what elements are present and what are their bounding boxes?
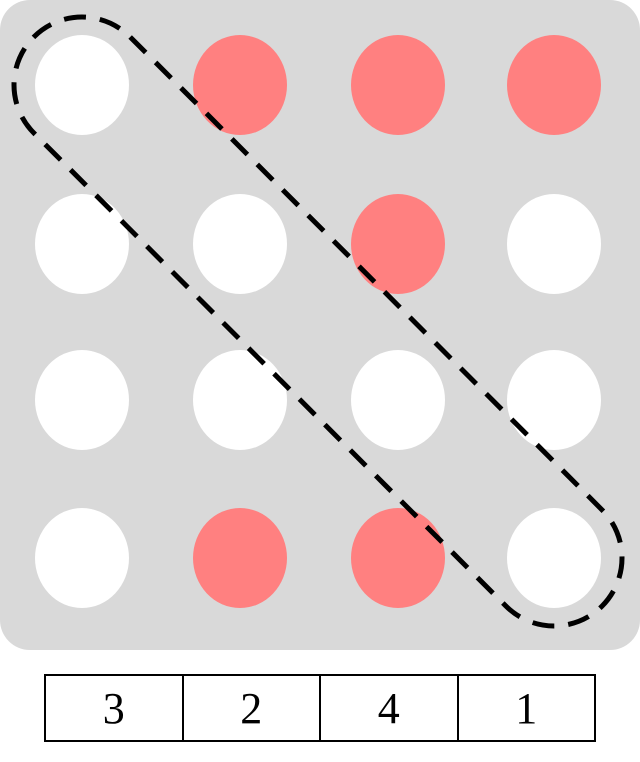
empty-dot-r1-c1 [35, 35, 129, 135]
filled-dot-r1-c2 [193, 35, 287, 135]
answer-cell-2: 2 [184, 676, 321, 740]
empty-dot-r2-c4 [507, 194, 601, 294]
empty-dot-r3-c1 [35, 350, 129, 450]
diagonal-highlight-outline [11, 14, 625, 629]
board-background [0, 0, 640, 650]
filled-dot-r4-c2 [193, 508, 287, 608]
empty-dot-r2-c2 [193, 194, 287, 294]
empty-dot-r4-c4 [507, 508, 601, 608]
filled-dot-r4-c3 [351, 508, 445, 608]
dot-grid-board [0, 0, 640, 650]
empty-dot-r4-c1 [35, 508, 129, 608]
filled-dot-r2-c3 [351, 194, 445, 294]
answer-cell-3: 4 [321, 676, 459, 740]
filled-dot-r1-c3 [351, 35, 445, 135]
empty-dot-r3-c4 [507, 350, 601, 450]
answer-cell-4: 1 [515, 683, 538, 733]
answer-cell-1: 3 [46, 676, 184, 740]
empty-dot-r3-c3 [351, 350, 445, 450]
filled-dot-r1-c4 [507, 35, 601, 135]
empty-dot-r2-c1 [35, 194, 129, 294]
answer-row: 3 2 4 1 [44, 674, 596, 742]
empty-dot-r3-c2 [193, 350, 287, 450]
dot-grid [35, 35, 601, 608]
